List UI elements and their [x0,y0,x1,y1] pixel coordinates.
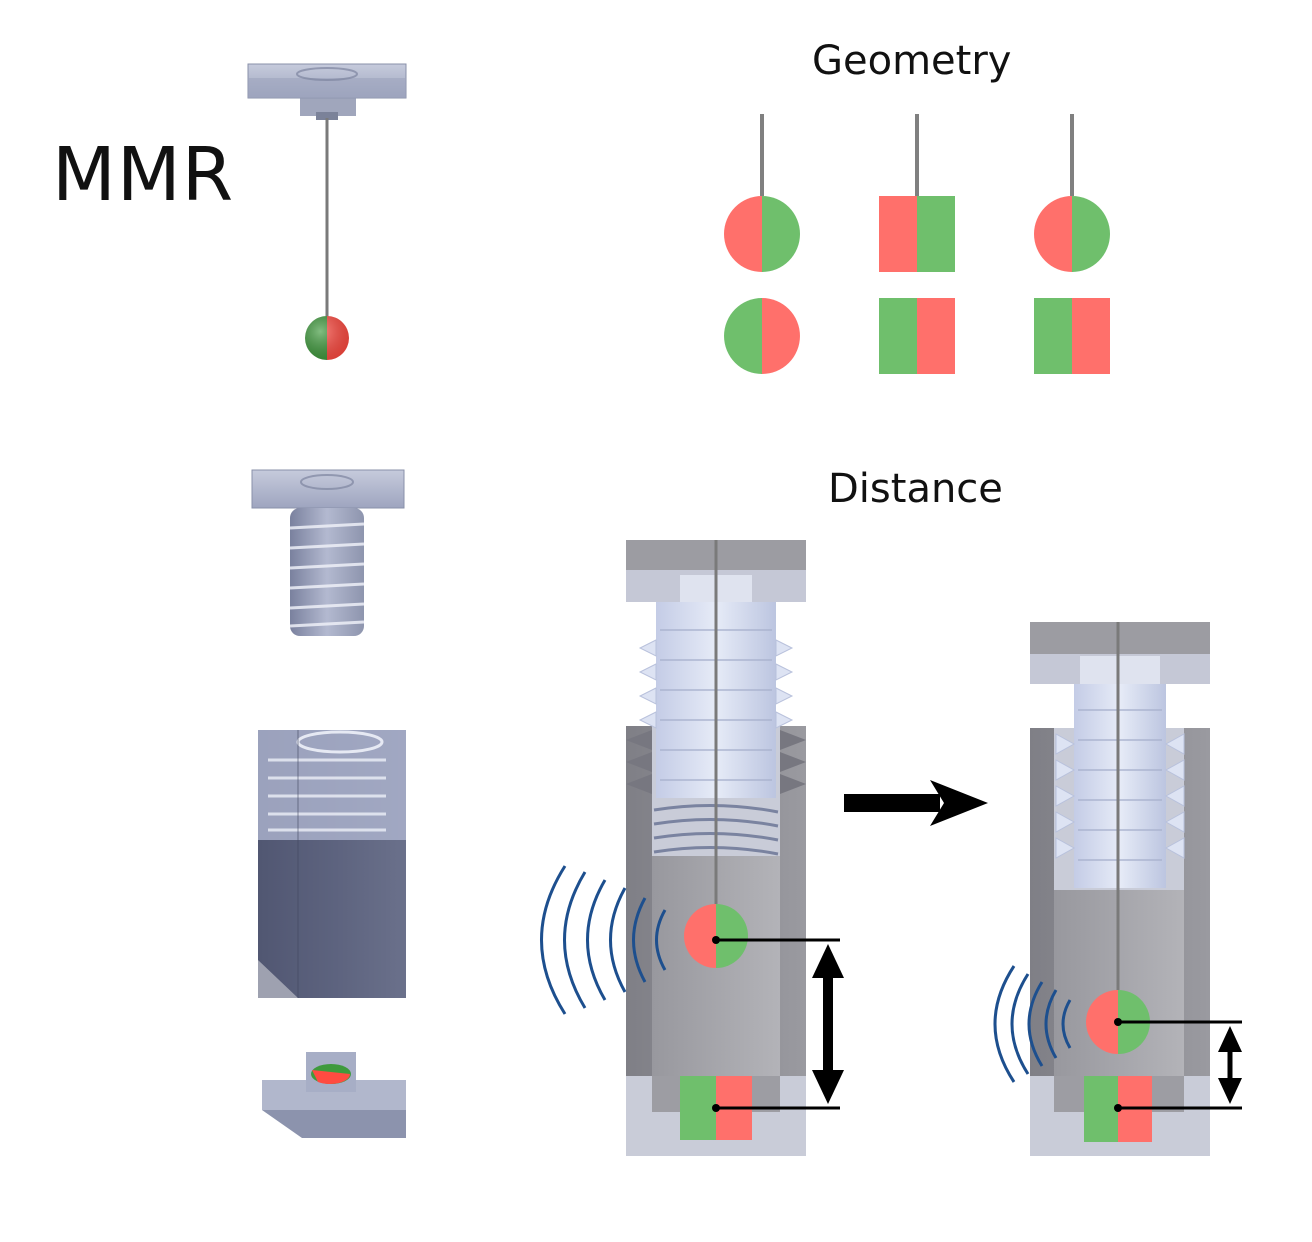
vertical-double-arrow-icon [1218,1026,1242,1104]
cylinder-green-red [879,298,955,374]
sphere-green-red [724,298,800,374]
cylinder-red-green [879,196,955,272]
cylinder-green-red [1034,298,1110,374]
distance-heading: Distance [828,466,1003,512]
right-arrow-icon [844,780,988,826]
sound-wave-icon [993,965,1072,1083]
cross-section-near [1030,622,1242,1156]
sound-wave-icon [540,865,667,1015]
screw-plug-part [251,469,405,636]
cross-section-far [626,540,840,1156]
sphere-red-green [724,196,800,272]
sphere-red-green [1034,196,1110,272]
magnet-ball [305,316,349,360]
geometry-grid [724,114,1110,374]
vertical-double-arrow-icon [812,944,844,1104]
page-title: MMR [52,132,235,218]
main-block-part [258,730,406,998]
base-part [262,1052,406,1138]
top-cap-part [247,63,407,120]
geometry-heading: Geometry [812,38,1012,84]
